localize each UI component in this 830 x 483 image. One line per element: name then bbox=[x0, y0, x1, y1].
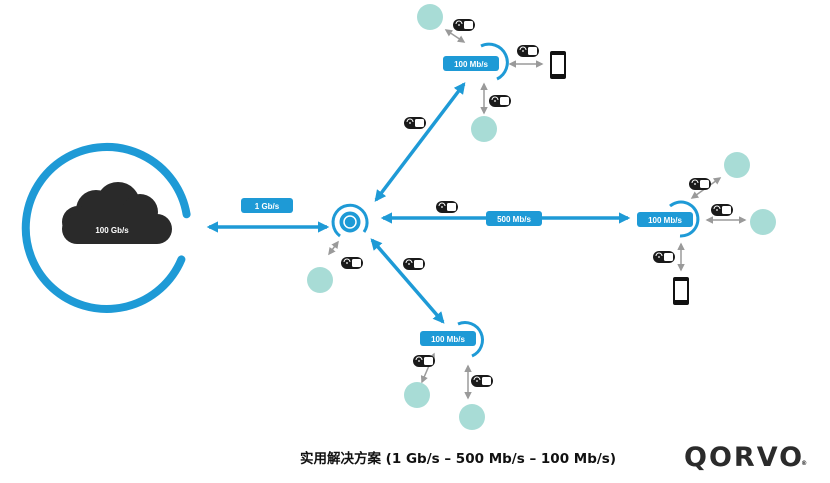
wifi-icon bbox=[710, 203, 734, 217]
link-hub-south bbox=[370, 238, 445, 324]
hub-ring bbox=[331, 203, 369, 238]
wifi-icon bbox=[688, 177, 712, 191]
wifi-icon bbox=[488, 94, 512, 108]
registered-mark: ® bbox=[801, 460, 808, 467]
client-device bbox=[724, 152, 750, 178]
node-badge bbox=[637, 212, 693, 227]
node-ring bbox=[669, 200, 700, 238]
node-ring bbox=[457, 321, 484, 358]
node-badge-label: 100 Mb/s bbox=[431, 335, 465, 344]
link-cloud-hub: 1 Gb/s bbox=[206, 198, 330, 233]
node-ring bbox=[480, 42, 509, 81]
wifi-icon bbox=[435, 200, 459, 214]
wifi-icon bbox=[470, 374, 494, 388]
client-device bbox=[404, 382, 430, 408]
hub-node bbox=[307, 203, 369, 293]
client-device bbox=[417, 4, 443, 30]
speed-badge-label: 1 Gb/s bbox=[255, 202, 280, 211]
caption: 实用解决方案 (1 Gb/s – 500 Mb/s – 100 Mb/s) bbox=[299, 451, 617, 467]
wifi-icon bbox=[340, 256, 364, 270]
node-badge-label: 100 Mb/s bbox=[648, 216, 682, 225]
double-arrow bbox=[370, 238, 445, 324]
client-device bbox=[307, 267, 333, 293]
wifi-icon bbox=[412, 354, 436, 368]
node-north: 100 Mb/s bbox=[417, 4, 566, 142]
node-badge-label: 100 Mb/s bbox=[454, 60, 488, 69]
client-device bbox=[459, 404, 485, 430]
cloud-label: 100 Gb/s bbox=[95, 226, 129, 235]
link-hub-east: 500 Mb/s bbox=[380, 200, 631, 226]
phone-icon bbox=[673, 277, 689, 305]
gray-arrow bbox=[328, 240, 339, 256]
wifi-icon bbox=[652, 250, 676, 264]
logo-text: QORVO bbox=[684, 442, 805, 473]
wifi-icon bbox=[403, 116, 427, 130]
core-ring bbox=[21, 142, 191, 313]
node-badge bbox=[443, 56, 499, 71]
node-east: 100 Mb/s bbox=[637, 152, 776, 305]
client-device bbox=[750, 209, 776, 235]
brand-logo: QORVO® bbox=[684, 442, 810, 473]
node-badge bbox=[420, 331, 476, 346]
double-arrow bbox=[374, 82, 466, 202]
node-south: 100 Mb/s bbox=[404, 321, 494, 430]
phone-icon bbox=[550, 51, 566, 79]
wifi-icon bbox=[452, 18, 476, 32]
speed-badge bbox=[486, 211, 542, 226]
link-hub-north bbox=[374, 82, 466, 202]
speed-badge-label: 500 Mb/s bbox=[497, 215, 531, 224]
client-device bbox=[471, 116, 497, 142]
cloud-icon bbox=[62, 182, 172, 244]
speed-badge bbox=[241, 198, 293, 213]
gray-arrow bbox=[444, 29, 466, 43]
wifi-icon bbox=[402, 257, 426, 271]
core-network: 100 Gb/s bbox=[21, 142, 191, 313]
wifi-icon bbox=[516, 44, 540, 58]
